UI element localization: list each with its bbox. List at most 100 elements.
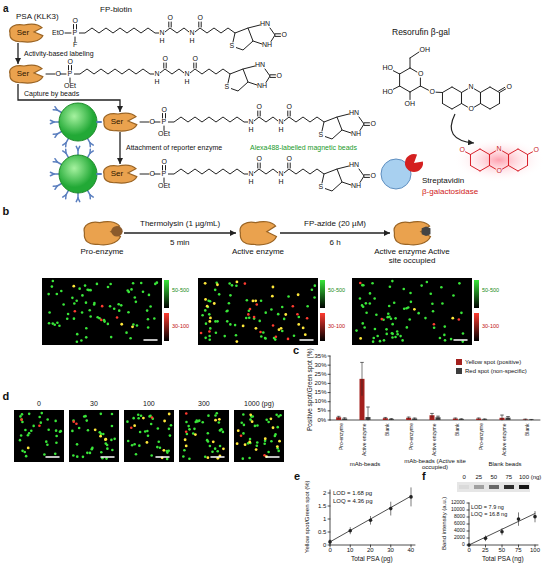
bond-line bbox=[65, 33, 71, 34]
fluorescent-spot bbox=[439, 337, 442, 340]
error-bar bbox=[385, 417, 386, 418]
bar bbox=[412, 419, 417, 420]
fluorescent-spot bbox=[117, 303, 120, 306]
panel-letter: b bbox=[3, 205, 10, 217]
fluorescent-spot bbox=[281, 306, 284, 309]
bar bbox=[482, 419, 487, 421]
error-bar bbox=[507, 416, 510, 417]
atom-label: S bbox=[230, 42, 235, 50]
error-bar bbox=[390, 418, 393, 419]
bond-line bbox=[359, 169, 364, 176]
atom-label: O bbox=[534, 146, 539, 154]
bond-line bbox=[528, 152, 533, 155]
lod-label: LOQ = 16.8 ng bbox=[471, 511, 507, 517]
error-bar bbox=[338, 416, 339, 418]
tick-label: 10 bbox=[347, 547, 354, 554]
amount-label: 30 bbox=[90, 400, 98, 408]
atom-label: O bbox=[193, 55, 198, 63]
fluorescent-spot bbox=[276, 445, 279, 448]
fluorescent-spot bbox=[46, 418, 49, 421]
error-bar bbox=[525, 419, 526, 421]
antibody bbox=[76, 198, 78, 202]
fluorescent-spot bbox=[201, 314, 204, 317]
fluorescent-spot bbox=[149, 305, 152, 308]
fluorescent-spot bbox=[82, 456, 85, 459]
fluorescent-spot bbox=[163, 420, 166, 423]
error-bar bbox=[407, 417, 410, 418]
fluorescent-spot bbox=[71, 297, 74, 300]
fluorescent-spot bbox=[60, 290, 63, 293]
fluorescent-spot bbox=[80, 339, 83, 342]
tick-label: 35% bbox=[315, 353, 327, 360]
bond-line bbox=[322, 122, 324, 131]
fluorescent-spot bbox=[101, 305, 104, 308]
fluorescent-spot bbox=[32, 425, 35, 428]
fluorescent-spot bbox=[185, 430, 188, 433]
fluorescent-spot bbox=[235, 284, 238, 287]
fluorescent-spot bbox=[131, 444, 134, 447]
fluorescent-spot bbox=[136, 324, 139, 327]
antibody bbox=[65, 149, 67, 153]
fluorescent-spot bbox=[390, 317, 393, 320]
axis-line bbox=[330, 545, 415, 546]
fluorescent-spot bbox=[375, 314, 378, 317]
bond-line bbox=[260, 163, 261, 168]
fluorescent-spot bbox=[207, 299, 210, 302]
data-point bbox=[389, 507, 393, 511]
fluorescent-spot bbox=[183, 449, 186, 452]
fluorescent-spot bbox=[265, 418, 268, 421]
color-scale bbox=[474, 280, 479, 308]
bar bbox=[342, 419, 347, 420]
atom-label: N bbox=[249, 170, 254, 178]
error-bar bbox=[524, 419, 527, 420]
fluorescent-spot bbox=[56, 293, 59, 296]
antibody bbox=[53, 185, 57, 187]
bond-line bbox=[420, 86, 428, 90]
fluorescent-spot bbox=[168, 413, 171, 416]
error-bar bbox=[391, 419, 392, 420]
ring-bond bbox=[400, 86, 410, 92]
bond-line bbox=[270, 77, 276, 78]
atom-label: O bbox=[198, 14, 203, 22]
atom-label: F bbox=[73, 41, 77, 49]
fluorescent-spot bbox=[302, 327, 305, 330]
antibody bbox=[89, 195, 91, 199]
fluorescent-spot bbox=[43, 453, 46, 456]
fluorescent-spot bbox=[142, 290, 145, 293]
fluorescent-spot bbox=[66, 317, 69, 320]
bond-line bbox=[140, 122, 149, 123]
fluorescent-spot bbox=[235, 340, 238, 343]
scale-bar bbox=[211, 456, 224, 458]
fluorescent-spot bbox=[216, 283, 219, 286]
fluorescent-spot bbox=[109, 305, 112, 308]
fluorescent-spot bbox=[113, 307, 116, 310]
error-bar bbox=[414, 418, 415, 419]
node-heading: Active enzyme bbox=[216, 248, 300, 257]
bond-line bbox=[364, 125, 370, 126]
tick-label: 0.5 bbox=[318, 529, 326, 536]
fit-line bbox=[469, 514, 535, 546]
fluorescent-spot bbox=[204, 455, 207, 458]
fluorescent-spot bbox=[104, 438, 107, 441]
error-bar bbox=[484, 418, 485, 420]
fluorescent-spot bbox=[229, 323, 232, 326]
enzyme-shape: Active enzyme bbox=[236, 220, 280, 246]
data-point bbox=[348, 529, 352, 533]
fluorescent-spot bbox=[40, 421, 43, 424]
lane-label: 25 bbox=[476, 474, 483, 481]
fluorescent-spot bbox=[27, 434, 30, 437]
antibody bbox=[97, 121, 101, 123]
fluorescent-spot bbox=[100, 413, 103, 416]
fluorescent-spot bbox=[209, 327, 212, 330]
bond-line bbox=[290, 111, 291, 116]
error-bar bbox=[477, 417, 480, 418]
ring-bond bbox=[474, 104, 480, 108]
fluorescent-spot bbox=[275, 335, 278, 338]
bond-line bbox=[140, 174, 149, 175]
atom-label: O bbox=[73, 17, 78, 25]
fluorescent-spot bbox=[78, 427, 81, 430]
data-point bbox=[500, 530, 504, 534]
process-arrow bbox=[17, 43, 18, 64]
ring-bond bbox=[489, 166, 495, 170]
axis-title: Band intensity (a.u.) bbox=[441, 496, 448, 549]
